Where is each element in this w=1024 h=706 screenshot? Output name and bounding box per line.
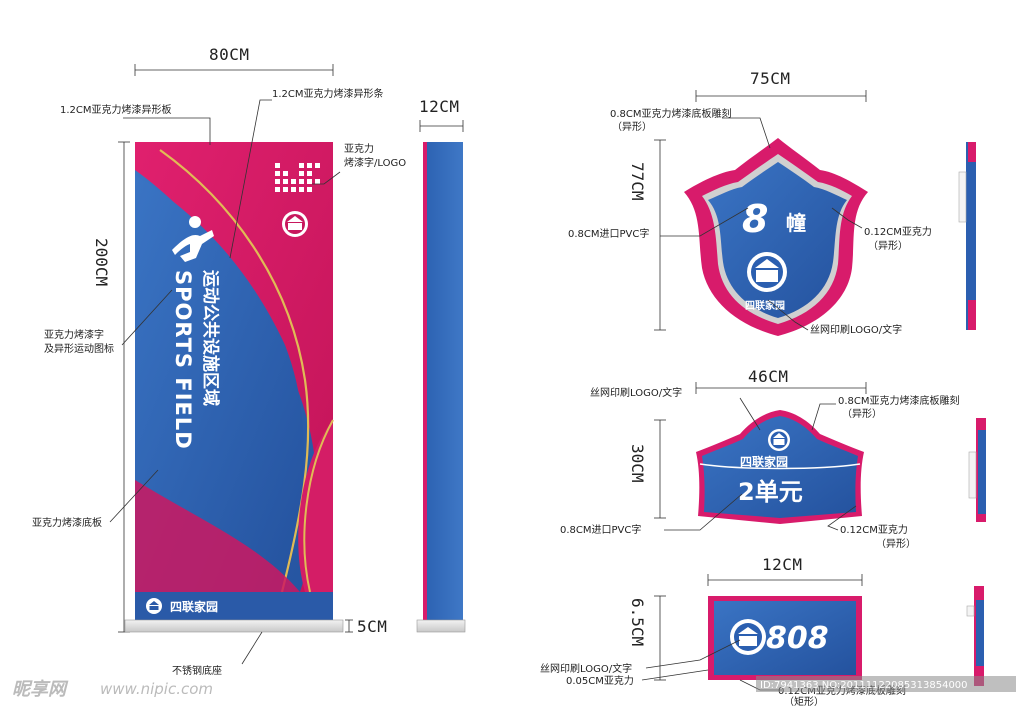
label-logo-2: 烤漆字/LOGO bbox=[344, 156, 406, 169]
building-logo-icon bbox=[282, 211, 308, 237]
label-s3-print: 丝网印刷LOGO/文字 bbox=[540, 662, 632, 675]
sign1-shield: 75CM 77CM 8 幢 四联家园 0.8CM亚克力烤漆底板雕刻 （异形） 0… bbox=[568, 69, 976, 336]
sign1-building-logo-icon bbox=[747, 252, 787, 292]
main-brand-logo-icon bbox=[146, 598, 162, 614]
sign2-unit: 2单元 bbox=[738, 478, 803, 506]
label-icon-2: 及异形运动图标 bbox=[44, 343, 114, 355]
label-s1-top-1: 0.8CM亚克力烤漆底板雕刻 bbox=[610, 107, 732, 120]
dim-main-height: 200CM bbox=[92, 238, 111, 286]
dim-sign3-width: 12CM bbox=[762, 555, 803, 574]
label-s1-acrylic-2: （异形） bbox=[868, 240, 908, 252]
label-s1-pvc: 0.8CM进口PVC字 bbox=[568, 227, 649, 240]
dim-sign2-width: 46CM bbox=[748, 367, 789, 386]
sign1-brand: 四联家园 bbox=[745, 299, 785, 312]
main-brand-text: 四联家园 bbox=[170, 599, 218, 614]
runner-icon bbox=[172, 216, 214, 262]
gold-stripe bbox=[159, 149, 310, 593]
sign3-room-sign: 12CM 6.5CM 808 丝网印刷LOGO/文字 0.05CM亚克力 0.1… bbox=[540, 555, 984, 706]
sign2-brand: 四联家园 bbox=[740, 454, 788, 469]
label-s2-print: 丝网印刷LOGO/文字 bbox=[590, 386, 682, 399]
label-strip: 1.2CM亚克力烤漆异形条 bbox=[272, 87, 384, 100]
sign1-unit: 幢 bbox=[786, 211, 806, 235]
dim-sign1-height: 77CM bbox=[628, 162, 647, 201]
dim-base-height: 5CM bbox=[357, 617, 387, 636]
sign2-building-logo-icon bbox=[768, 429, 790, 451]
label-main-panel: 1.2CM亚克力烤漆异形板 bbox=[60, 103, 172, 116]
main-side-view bbox=[427, 142, 463, 620]
label-s1-top-2: （异形） bbox=[612, 121, 652, 133]
dim-sign1-width: 75CM bbox=[750, 69, 791, 88]
sign1-inner-panel bbox=[708, 162, 847, 318]
label-s2-top-2: （异形） bbox=[842, 408, 882, 420]
label-s3-bottom-2: （矩形） bbox=[784, 695, 824, 706]
label-s1-acrylic-1: 0.12CM亚克力 bbox=[864, 225, 932, 238]
label-s1-print: 丝网印刷LOGO/文字 bbox=[810, 323, 902, 336]
label-s2-acrylic-2: （异形） bbox=[876, 538, 916, 550]
main-brand-bar bbox=[135, 592, 333, 620]
sign2-unit-sign: 46CM 30CM 四联家园 2单元 丝网印刷LOGO/文字 0.8CM亚克力烤… bbox=[560, 367, 986, 550]
sign3-number: 808 bbox=[766, 621, 829, 656]
dim-sign2-height: 30CM bbox=[628, 444, 647, 483]
label-s2-top-1: 0.8CM亚克力烤漆底板雕刻 bbox=[838, 394, 960, 407]
watermark-url: www.nipic.com bbox=[100, 680, 213, 698]
stainless-base bbox=[124, 619, 344, 633]
pixel-logo-icon bbox=[275, 163, 320, 192]
watermark: 昵享网 www.nipic.com ID:7941363 NO:20111122… bbox=[12, 676, 1016, 700]
label-s2-acrylic-1: 0.12CM亚克力 bbox=[840, 523, 908, 536]
label-base-board: 亚克力烤漆底板 bbox=[32, 516, 102, 529]
watermark-logo: 昵享网 bbox=[12, 679, 69, 700]
main-panel-magenta-swoosh bbox=[135, 142, 333, 592]
sign1-number: 8 bbox=[742, 197, 768, 241]
main-totem-sign: 80CM 200CM 5CM bbox=[32, 45, 466, 677]
label-s3-acrylic: 0.05CM亚克力 bbox=[566, 674, 634, 687]
dim-side-depth: 12CM bbox=[419, 97, 460, 116]
label-logo-1: 亚克力 bbox=[344, 142, 374, 155]
label-icon-1: 亚克力烤漆字 bbox=[44, 328, 104, 341]
dim-sign3-height: 6.5CM bbox=[628, 598, 647, 646]
main-title-cn: 运动公共设施区域 bbox=[200, 270, 221, 406]
sign3-building-logo-icon bbox=[730, 619, 766, 655]
label-s2-pvc: 0.8CM进口PVC字 bbox=[560, 523, 641, 536]
label-stainless-base: 不锈钢底座 bbox=[172, 664, 222, 677]
main-title-en: SPORTS FIELD bbox=[171, 270, 195, 450]
dim-main-width: 80CM bbox=[209, 45, 250, 64]
watermark-id: ID:7941363 NO:20111122085313854000 bbox=[760, 680, 968, 691]
